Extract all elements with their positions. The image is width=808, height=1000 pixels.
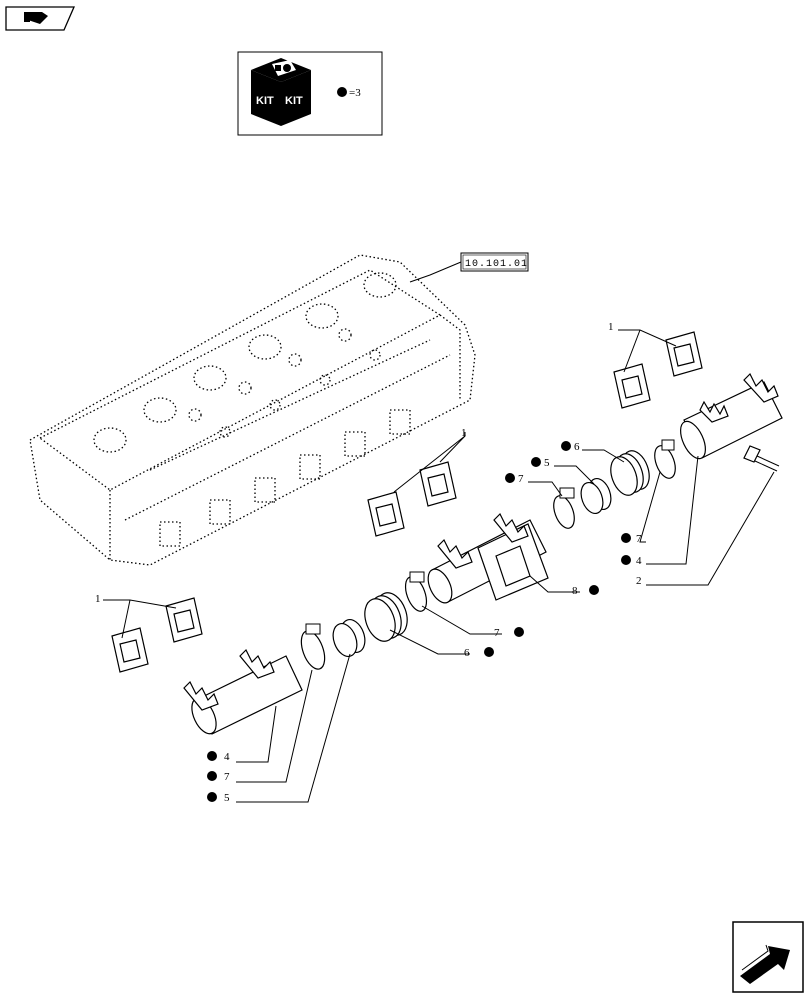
gasket-pair-mid (367, 461, 457, 537)
kit-equals-label: =3 (349, 87, 361, 99)
head-ports (93, 272, 397, 453)
callout-6-top: 6 (574, 441, 580, 453)
callout-dot-7-mid (514, 627, 524, 637)
head-exhaust-faces (159, 409, 411, 547)
callout-dot-6-mid (484, 647, 494, 657)
callout-dot-5-bottom (207, 792, 217, 802)
kit-text-right: KIT (285, 95, 303, 107)
callout-2-right: 2 (636, 575, 642, 587)
kit-cube-icon: KIT KIT (251, 58, 311, 126)
callout-dot-4-bottom (207, 751, 217, 761)
callout-dot-4-right (621, 555, 631, 565)
callout-8: 8 (572, 585, 578, 597)
callout-4-bottom: 4 (224, 751, 230, 763)
exhaust-pipe-right (680, 372, 783, 460)
callouts: 1 1 1 6 5 7 7 4 2 8 7 6 4 7 5 (95, 321, 642, 804)
callout-7-bottom: 7 (224, 771, 230, 783)
callout-5-bottom: 5 (224, 792, 230, 804)
bellows-top (610, 450, 650, 496)
book-nav-icon[interactable] (5, 6, 75, 31)
sleeve-top (580, 477, 612, 515)
exhaust-pipe-left (183, 648, 303, 735)
callout-dot-5-top (531, 457, 541, 467)
gasket-pair-top (613, 331, 703, 409)
callout-6-mid: 6 (464, 647, 470, 659)
callout-5-top: 5 (544, 457, 550, 469)
reference-tag[interactable]: 10.101.01 (409, 252, 529, 283)
sleeve-bottom (332, 618, 366, 658)
next-page-arrow-icon[interactable] (732, 921, 804, 993)
bolt (743, 445, 780, 472)
callout-dot-7-top (505, 473, 515, 483)
callout-7-mid: 7 (494, 627, 500, 639)
callout-1-left: 1 (95, 593, 101, 605)
callout-dot-7-right (621, 533, 631, 543)
cylinder-head-outline (29, 254, 476, 566)
callout-4-right: 4 (636, 555, 642, 567)
kit-dot-marker (337, 87, 347, 97)
gasket-pair-left (111, 597, 203, 673)
clamp-mid (404, 571, 428, 612)
leader-lines (103, 329, 775, 803)
exhaust-pipe-middle (427, 512, 549, 604)
callout-7-top: 7 (518, 473, 524, 485)
callout-dot-6-top (561, 441, 571, 451)
callout-7-right: 7 (636, 533, 642, 545)
clamp-top (553, 487, 575, 529)
clamp-right (654, 439, 676, 479)
head-bolt-bosses (188, 328, 381, 438)
bellows-bottom (364, 592, 408, 642)
kit-text-left: KIT (256, 95, 274, 107)
kit-legend-box: KIT KIT =3 (237, 51, 383, 136)
callout-1-top: 1 (608, 321, 614, 333)
reference-code: 10.101.01 (465, 259, 528, 270)
clamp-bottom (300, 623, 326, 670)
callout-dot-7-bottom (207, 771, 217, 781)
callout-1-mid: 1 (461, 427, 467, 439)
callout-dot-8 (589, 585, 599, 595)
